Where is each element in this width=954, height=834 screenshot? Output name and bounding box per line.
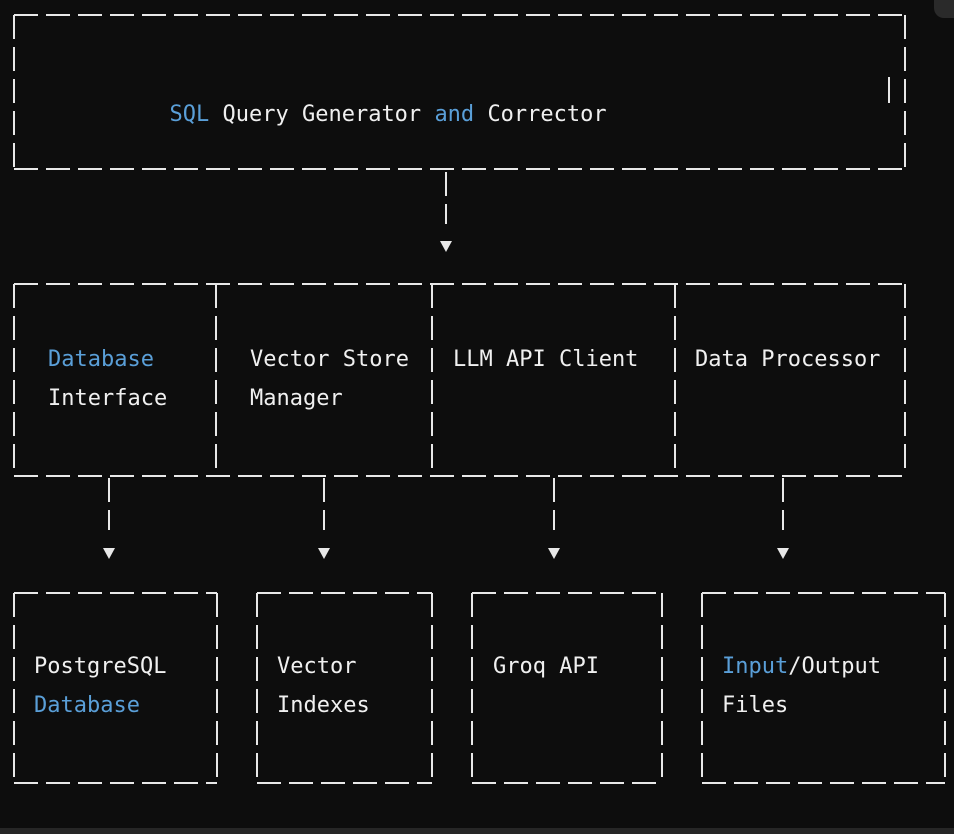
title-box-edge-mark: [888, 77, 890, 103]
arrowhead-postgresql: [103, 548, 115, 559]
database-interface-line2: Interface: [48, 386, 168, 411]
vector-indexes-line2: Indexes: [277, 693, 370, 718]
groq-api-box-frame: [471, 592, 663, 784]
vector-indexes-line1: Vector: [277, 654, 357, 679]
data-processor-label: Data Processor: [695, 347, 881, 372]
title-box-frame: [13, 14, 906, 170]
scrollbar-corner[interactable]: [934, 0, 954, 18]
io-files-line2: Files: [722, 693, 789, 718]
io-files-line1: Input/Output: [722, 655, 881, 679]
postgresql-box-frame: [13, 592, 218, 784]
title-word-query-generator: Query Generator: [222, 102, 422, 127]
arrowhead-groq-api: [548, 548, 560, 559]
io-files-output-word: /Output: [788, 654, 881, 679]
vector-indexes-box-frame: [256, 592, 433, 784]
io-files-input-word: Input: [722, 654, 789, 679]
postgresql-line1: PostgreSQL: [34, 654, 167, 679]
components-row-frame: [13, 283, 906, 477]
bottom-scrollbar-track[interactable]: [0, 828, 954, 834]
title-word-sql: SQL: [169, 102, 210, 127]
arrowhead-components: [440, 241, 452, 252]
llm-api-client-label: LLM API Client: [453, 347, 639, 372]
title-text: SQL Query Generator and Corrector: [143, 79, 607, 127]
vector-store-manager-line1: Vector Store: [250, 347, 409, 372]
title-word-corrector: Corrector: [487, 102, 607, 127]
groq-api-label: Groq API: [493, 654, 599, 679]
title-word-and: and: [434, 102, 475, 127]
arrowhead-io-files: [777, 548, 789, 559]
arrowhead-vector-indexes: [318, 548, 330, 559]
io-files-box-frame: [701, 592, 946, 784]
vector-store-manager-line2: Manager: [250, 386, 343, 411]
postgresql-line2: Database: [34, 693, 140, 718]
database-interface-line1: Database: [48, 347, 154, 372]
